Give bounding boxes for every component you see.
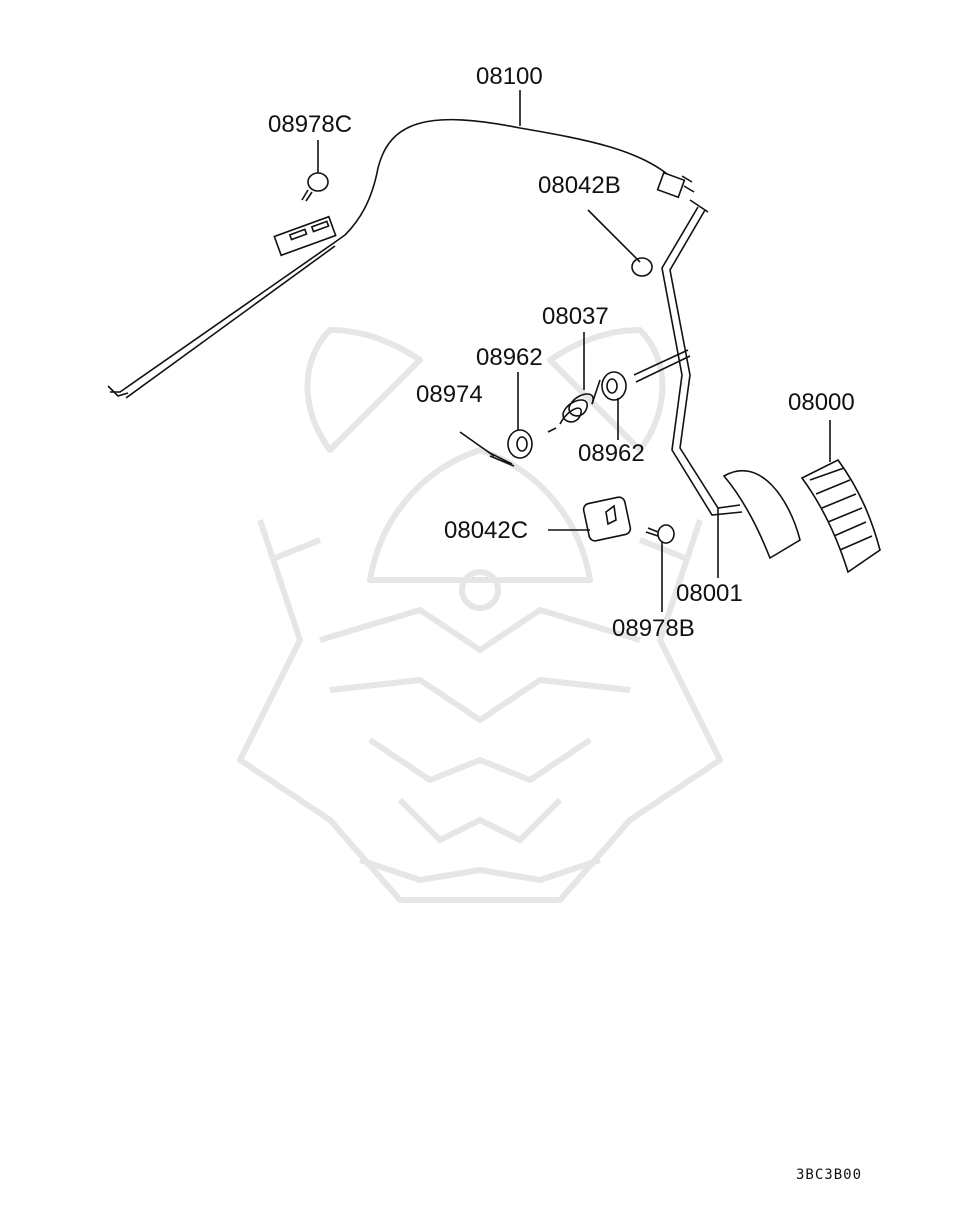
bushing-left: [507, 429, 533, 459]
label-spring: 08037: [542, 303, 609, 330]
bushing-right: [601, 371, 627, 401]
pedal-pad: [800, 458, 881, 574]
stopper: [582, 496, 632, 542]
watermark-logo: [237, 327, 723, 903]
label-clip-top: 08978C: [268, 111, 352, 138]
label-bushing-left: 08962: [476, 344, 543, 371]
throttle-cable: [107, 118, 695, 399]
bushing-top: [631, 257, 653, 277]
label-stopper: 08042C: [444, 517, 528, 544]
clip-top: [301, 172, 329, 202]
label-pin: 08974: [416, 381, 483, 408]
label-bushing-right: 08962: [578, 440, 645, 467]
leader-lines: [317, 90, 831, 612]
clip-bottom: [645, 524, 675, 544]
label-pedal-arm: 08001: [676, 580, 743, 607]
label-bushing-top: 08042B: [538, 172, 621, 199]
label-cable: 08100: [476, 63, 543, 90]
pedal-arm: [633, 199, 801, 560]
label-pad: 08000: [788, 389, 855, 416]
label-clip-bottom: 08978B: [612, 615, 695, 642]
diagram-code: 3BC3B00: [796, 1167, 862, 1183]
return-spring: [547, 379, 601, 433]
